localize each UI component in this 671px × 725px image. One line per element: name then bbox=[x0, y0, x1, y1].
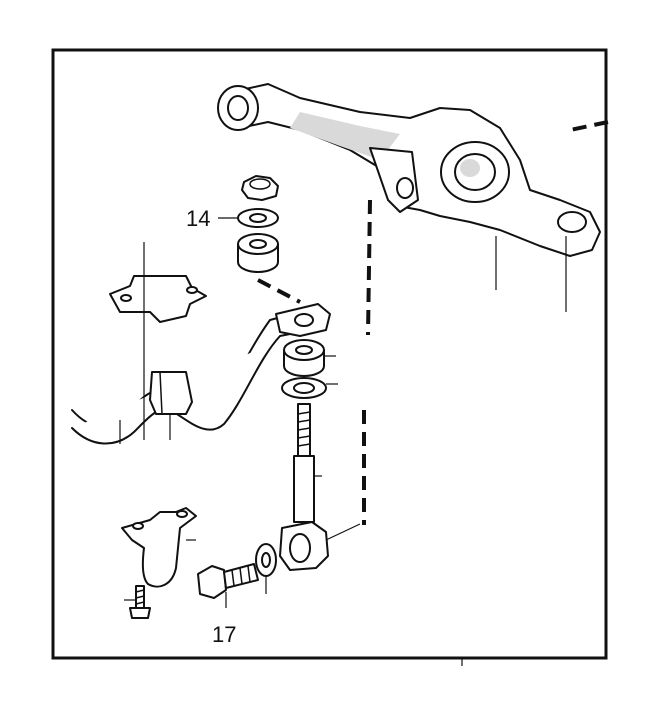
control-arm bbox=[217, 83, 601, 312]
diagram-frame bbox=[51, 48, 608, 660]
assembly-line-vertical bbox=[366, 199, 372, 336]
drop-link bbox=[279, 403, 361, 571]
link-washer bbox=[281, 377, 327, 399]
bracket-screw bbox=[124, 585, 151, 619]
lower-washer bbox=[255, 543, 277, 594]
link-bushing bbox=[283, 339, 325, 377]
upper-bushing bbox=[237, 233, 279, 273]
upper-washer bbox=[237, 208, 279, 228]
assembly-line-link bbox=[257, 278, 301, 304]
assembly-line-arm bbox=[569, 120, 609, 132]
lower-clamp-bracket bbox=[121, 507, 197, 588]
sway-bar-bushing bbox=[149, 371, 193, 415]
bolt bbox=[197, 563, 259, 608]
callout-14: 14 bbox=[186, 206, 210, 231]
upper-clamp-bracket bbox=[109, 275, 207, 323]
upper-nut bbox=[241, 175, 279, 201]
callout-17: 17 bbox=[212, 622, 236, 647]
